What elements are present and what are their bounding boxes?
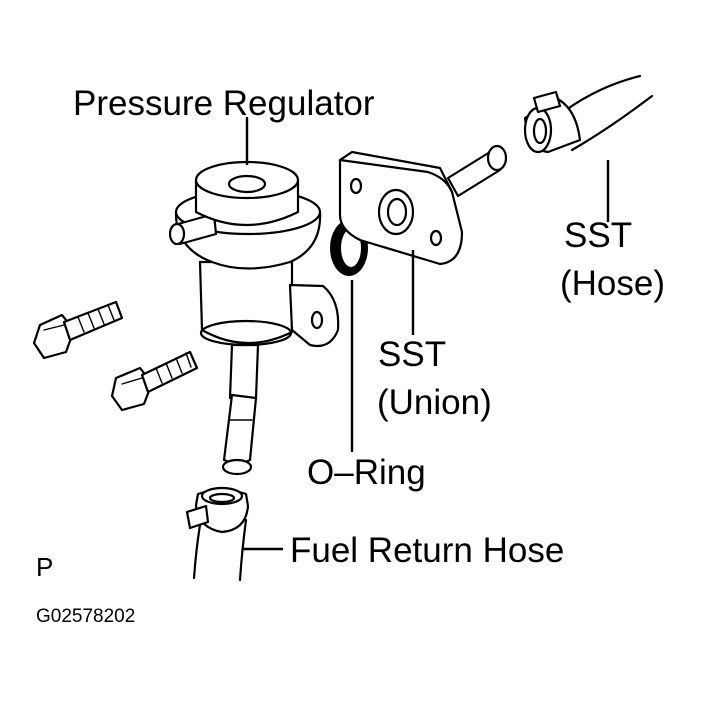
fuel-pipe xyxy=(221,393,258,476)
label-sst-hose-line1: SST xyxy=(564,216,632,255)
label-pressure-regulator: Pressure Regulator xyxy=(73,84,375,123)
label-sst-union-line1: SST xyxy=(378,335,446,374)
bolt-icon xyxy=(110,350,199,412)
leader-lines xyxy=(243,117,610,551)
label-sst-hose-line2: (Hose) xyxy=(560,264,665,303)
sst-hose xyxy=(523,74,654,154)
sst-union xyxy=(338,144,508,266)
bolt-icon xyxy=(32,300,124,360)
label-fuel-return-hose: Fuel Return Hose xyxy=(290,531,564,570)
view-marker: P xyxy=(36,552,53,582)
label-o-ring: O–Ring xyxy=(307,453,426,492)
label-sst-union-line2: (Union) xyxy=(377,383,492,422)
figure-code: G02578202 xyxy=(36,606,135,627)
fuel-return-hose xyxy=(185,486,250,582)
pressure-regulator xyxy=(168,160,340,403)
